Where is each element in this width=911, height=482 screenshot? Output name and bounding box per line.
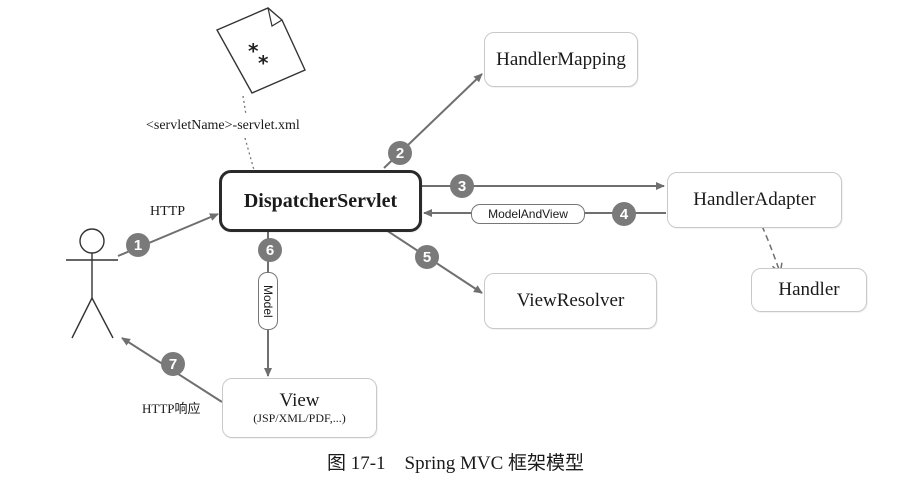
view-node: View (JSP/XML/PDF,...): [222, 378, 377, 438]
view-title: View: [279, 390, 320, 412]
dispatcher-servlet-node: DispatcherServlet: [219, 170, 422, 232]
model-pill: Model: [258, 272, 278, 330]
step-badge-3: 3: [450, 174, 474, 198]
step-badge-6: 6: [258, 238, 282, 262]
handler-adapter-node: HandlerAdapter: [667, 172, 842, 228]
step-badge-7: 7: [161, 352, 185, 376]
model-and-view-pill: ModelAndView: [471, 204, 585, 224]
view-resolver-label: ViewResolver: [516, 290, 625, 311]
dispatcher-servlet-label: DispatcherServlet: [243, 189, 398, 212]
handler-node: Handler: [751, 268, 867, 312]
step-badge-5: 5: [415, 245, 439, 269]
stick-figure-user-icon: [66, 228, 118, 339]
step-badge-4: 4: [612, 202, 636, 226]
handler-mapping-label: HandlerMapping: [496, 48, 626, 70]
step-badge-2: 2: [388, 141, 412, 165]
view-resolver-node: ViewResolver: [484, 273, 657, 329]
config-link-line: [244, 137, 255, 171]
config-file-label: <servletName>-servlet.xml: [146, 118, 300, 133]
handler-mapping-node: HandlerMapping: [484, 32, 638, 87]
view-formats: (JSP/XML/PDF,...): [253, 411, 346, 426]
svg-text:*: *: [248, 39, 259, 63]
svg-text:*: *: [258, 51, 269, 75]
figure-caption: 图 17-1 Spring MVC 框架模型: [326, 453, 585, 474]
handler-adapter-label: HandlerAdapter: [693, 189, 816, 210]
handler-label: Handler: [778, 279, 840, 300]
step-badge-1: 1: [126, 233, 150, 257]
http-request-label: HTTP: [150, 204, 185, 219]
xml-document-icon: * *: [216, 7, 306, 94]
config-link-line-top: [242, 95, 247, 116]
arrow-adapter-to-handler: [761, 225, 783, 275]
http-response-label: HTTP响应: [142, 401, 201, 416]
